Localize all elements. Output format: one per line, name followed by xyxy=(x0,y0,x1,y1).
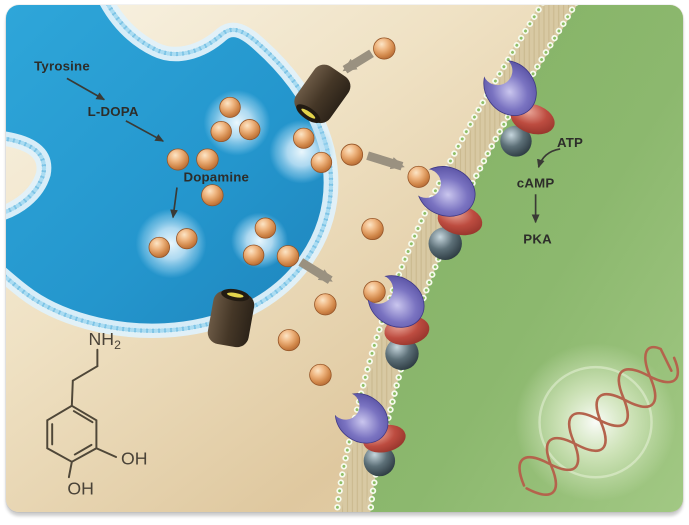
ldopa-to-dopamine-arrow xyxy=(125,120,165,142)
transport-arrows xyxy=(298,49,405,284)
nucleus-glow xyxy=(514,343,677,502)
tyrosine-to-ldopa-arrow xyxy=(66,77,106,101)
pathway-arrows xyxy=(66,77,561,224)
receptor-complex xyxy=(334,393,406,477)
g-protein-beta-gamma xyxy=(385,337,419,371)
dopamine-molecule xyxy=(340,143,364,166)
dopamine-molecule xyxy=(309,363,332,386)
atp-label: ATP xyxy=(557,135,583,150)
dopamine-receptor-icon xyxy=(334,393,389,444)
dopamine-molecule xyxy=(210,120,232,143)
dopamine-molecule xyxy=(176,228,198,250)
dopamine-molecule xyxy=(201,184,224,207)
dopamine-receptor-icon xyxy=(416,166,476,217)
dopamine-molecule xyxy=(293,127,315,149)
dna-icon xyxy=(518,345,680,496)
dopamine-molecule xyxy=(166,148,190,171)
receptor-complex xyxy=(483,60,555,157)
dopamine-structure: NH2 OH OH xyxy=(46,329,148,499)
dopamine-receptor-icon xyxy=(367,275,425,328)
dopamine-label: Dopamine xyxy=(183,170,249,185)
diagram-canvas: Tyrosine L-DOPA Dopamine ATP cAMP PKA NH… xyxy=(6,5,683,512)
presynaptic-membrane xyxy=(6,5,339,339)
pka-label: PKA xyxy=(523,232,552,247)
dopamine-molecule xyxy=(196,148,219,171)
dopamine-molecule xyxy=(310,151,333,173)
dopamine-molecule xyxy=(373,37,396,60)
dopamine-molecule xyxy=(361,218,384,241)
dopamine-transporter xyxy=(294,64,351,124)
receptor-complex xyxy=(416,166,483,260)
synapse-illustration: Tyrosine L-DOPA Dopamine ATP cAMP PKA NH… xyxy=(6,5,683,512)
g-protein-beta-gamma xyxy=(363,445,396,477)
g-protein-beta-gamma xyxy=(428,227,462,260)
dopamine-molecule xyxy=(242,244,265,266)
nucleus-ring xyxy=(538,365,653,479)
dopamine-receptor-icon xyxy=(483,60,537,116)
dopamine-molecule xyxy=(254,217,277,239)
tyrosine-label: Tyrosine xyxy=(34,59,90,74)
receptor-complex xyxy=(367,275,430,371)
hydroxyl-right-label: OH xyxy=(121,449,148,469)
dopamine-molecule xyxy=(276,245,300,268)
hydroxyl-bond xyxy=(95,447,118,458)
chain-bond xyxy=(71,365,99,382)
atp-to-camp-arrow xyxy=(537,148,561,169)
vesicle xyxy=(135,208,207,279)
dopamine-molecule xyxy=(148,236,170,258)
hydroxyl-bond xyxy=(67,460,73,479)
reuptake-arrow xyxy=(342,49,374,74)
ldopa-label: L-DOPA xyxy=(88,104,139,119)
dopamine-transporter xyxy=(207,288,255,348)
hydroxyl-bottom-label: OH xyxy=(67,479,94,499)
camp-label: cAMP xyxy=(517,176,555,191)
amine-group-label: NH2 xyxy=(89,329,122,352)
dopamine-to-vesicle-arrow xyxy=(170,187,178,219)
chain-bond xyxy=(70,379,74,407)
dopamine-molecule xyxy=(277,329,301,352)
dopamine-molecule xyxy=(219,96,241,118)
release-arrow xyxy=(298,258,333,284)
text-labels: Tyrosine L-DOPA Dopamine ATP cAMP PKA xyxy=(34,59,583,247)
diffusion-arrow xyxy=(366,151,405,171)
dopamine-molecule xyxy=(238,119,261,141)
dopamine-molecule xyxy=(314,293,337,316)
g-protein-beta-gamma xyxy=(500,125,532,157)
postsynaptic-cell xyxy=(370,5,683,512)
